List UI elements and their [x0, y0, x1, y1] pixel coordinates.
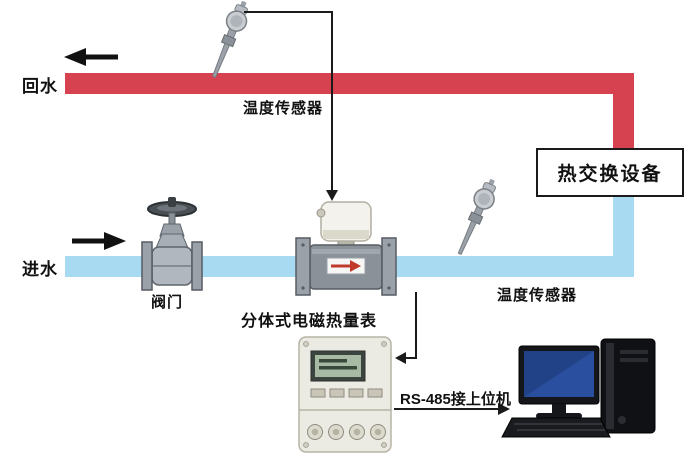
signal-line-sensor-to-meter: [244, 11, 338, 201]
converter-button: [329, 388, 345, 398]
rs485-label: RS-485接上位机: [400, 391, 511, 408]
temp-sensor-top-label: 温度传感器: [243, 100, 324, 117]
converter-button: [310, 388, 326, 398]
signal-line-meter-to-converter: [395, 292, 417, 364]
computer-keyboard: [501, 417, 611, 438]
valve-label: 阀门: [151, 294, 184, 311]
heat-exchanger-label: 热交换设备: [557, 164, 663, 185]
converter-button: [367, 388, 383, 398]
host-computer-icon: [501, 338, 656, 438]
temperature-sensor-right-icon: [449, 174, 503, 259]
flow-arrow-left-icon: [64, 48, 118, 66]
valve-icon: [141, 197, 203, 291]
temp-sensor-right-label: 温度传感器: [497, 287, 578, 304]
signal-line-converter-to-computer: [394, 403, 510, 415]
heat-meter-label: 分体式电磁热量表: [241, 313, 378, 330]
return-water-label: 回水: [22, 77, 58, 96]
flowmeter-icon: [295, 201, 397, 296]
flow-arrow-right-icon: [72, 232, 126, 250]
supply-water-label: 进水: [22, 260, 58, 279]
return-pipe: [65, 73, 634, 170]
computer-tower: [600, 338, 656, 434]
converter-unit-icon: [298, 336, 392, 453]
converter-button: [348, 388, 364, 398]
heat-exchanger-box: [536, 148, 684, 197]
